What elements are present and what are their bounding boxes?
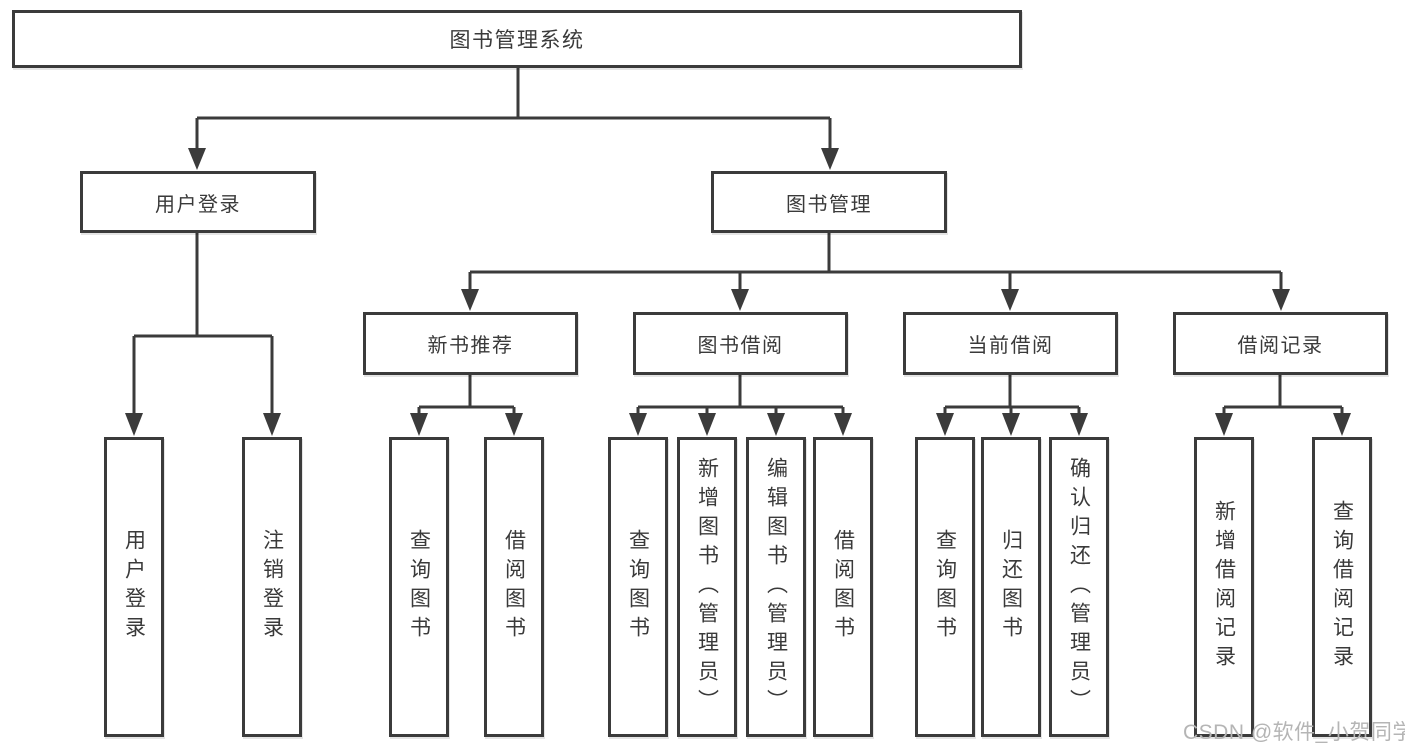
leaf-query-borrow-record: 查询借阅记录 <box>1312 437 1372 737</box>
node-library-management-system: 图书管理系统 <box>12 10 1022 68</box>
edge-userlogin-to-leaves <box>132 233 274 418</box>
edge-current-to-leaves <box>943 375 1081 416</box>
edge-bookmgmt-to-level3 <box>468 233 1283 292</box>
edge-newbook-to-leaves <box>417 375 516 416</box>
node-book-management: 图书管理 <box>711 171 947 233</box>
edge-borrow-to-leaves <box>636 375 845 416</box>
leaf-query-books-current: 查询图书 <box>915 437 975 737</box>
watermark: CSDN @软件_小贺同学 <box>1183 721 1405 744</box>
node-current-borrowing: 当前借阅 <box>903 312 1118 375</box>
leaf-confirm-return-admin: 确认归还（管理员） <box>1049 437 1109 737</box>
edge-root-to-level2 <box>195 68 832 150</box>
leaf-add-borrow-record: 新增借阅记录 <box>1194 437 1254 737</box>
leaf-user-login: 用户登录 <box>104 437 164 737</box>
leaf-add-books-admin: 新增图书（管理员） <box>677 437 737 737</box>
leaf-borrow-books-borrowing: 借阅图书 <box>813 437 873 737</box>
arrowheads <box>125 148 1351 436</box>
leaf-edit-books-admin: 编辑图书（管理员） <box>746 437 806 737</box>
leaf-query-books-recommend: 查询图书 <box>389 437 449 737</box>
edge-records-to-leaves <box>1222 375 1344 416</box>
node-book-borrowing: 图书借阅 <box>633 312 848 375</box>
leaf-query-books-borrowing: 查询图书 <box>608 437 668 737</box>
leaf-return-books: 归还图书 <box>981 437 1041 737</box>
node-borrowing-records: 借阅记录 <box>1173 312 1388 375</box>
node-user-login: 用户登录 <box>80 171 316 233</box>
leaf-borrow-books-recommend: 借阅图书 <box>484 437 544 737</box>
node-new-book-recommendation: 新书推荐 <box>363 312 578 375</box>
leaf-logout: 注销登录 <box>242 437 302 737</box>
